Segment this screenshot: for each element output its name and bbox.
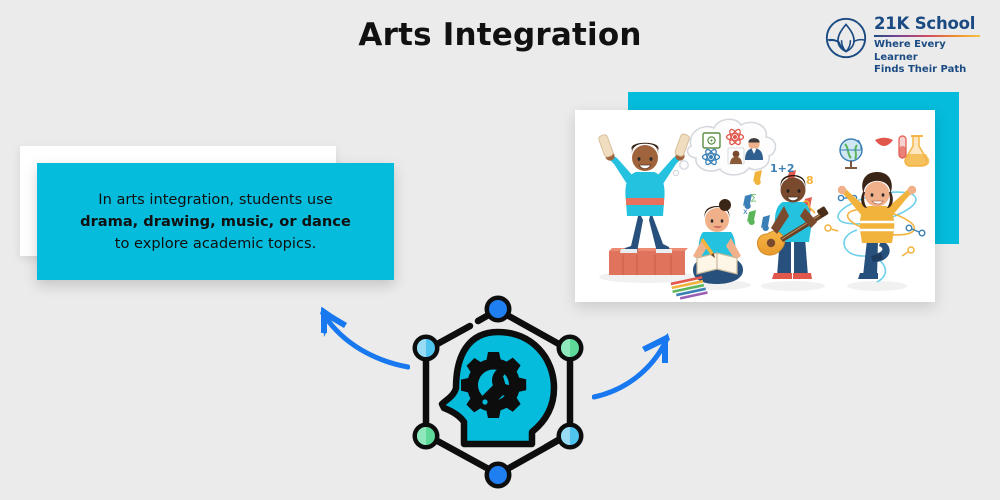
page-title: Arts Integration [358,17,642,53]
gear-wrench-icon [461,352,527,418]
hexagon-node-bottom-left [412,422,440,450]
hexagon-node-top [484,295,512,323]
hexagon-node-bottom-right [556,422,584,450]
globe-icon [839,138,863,169]
hexagon-node-top-right [556,334,584,362]
student-drama [598,133,695,283]
svg-text:8: 8 [806,174,814,187]
thought-bubble-icon [672,118,777,177]
text-card-line-3: to explore academic topics. [114,234,317,252]
text-card: In arts integration, students use drama,… [37,163,394,280]
hexagon-node-bottom [484,461,512,489]
student-drawing [670,199,751,300]
text-card-line-2: drama, drawing, music, or dance [80,212,351,230]
text-card-body: In arts integration, students use drama,… [66,189,365,255]
svg-text:∑: ∑ [751,193,757,202]
text-card-line-1: In arts integration, students use [98,190,333,208]
svg-text:x: x [743,207,748,216]
lotus-circle-icon [824,16,868,60]
svg-text:1+2: 1+2 [770,162,795,175]
student-dance [824,135,930,291]
students-arts-illustration: 1+2 8 x ∑ [575,110,935,302]
arrow-to-image-card [591,325,682,400]
logo-wordmark: 21K School Where Every Learner Finds The… [874,14,986,77]
image-card: 1+2 8 x ∑ [575,110,935,302]
logo-gradient-rule [874,35,980,37]
flask-icon [904,135,930,167]
brand-logo: 21K School Where Every Learner Finds The… [824,14,984,75]
logo-tagline: Where Every Learner Finds Their Path [874,39,986,77]
logo-tagline-line1: Where Every Learner [874,39,946,63]
student-music: 1+2 8 x ∑ [743,162,829,291]
logo-name: 21K School [874,14,976,33]
logo-tagline-line2: Finds Their Path [874,64,967,75]
hexagon-node-top-left [412,334,440,362]
hexagon-network-graphic [398,292,598,492]
arrow-to-text-card [300,293,411,373]
test-tube-icon [898,135,907,159]
